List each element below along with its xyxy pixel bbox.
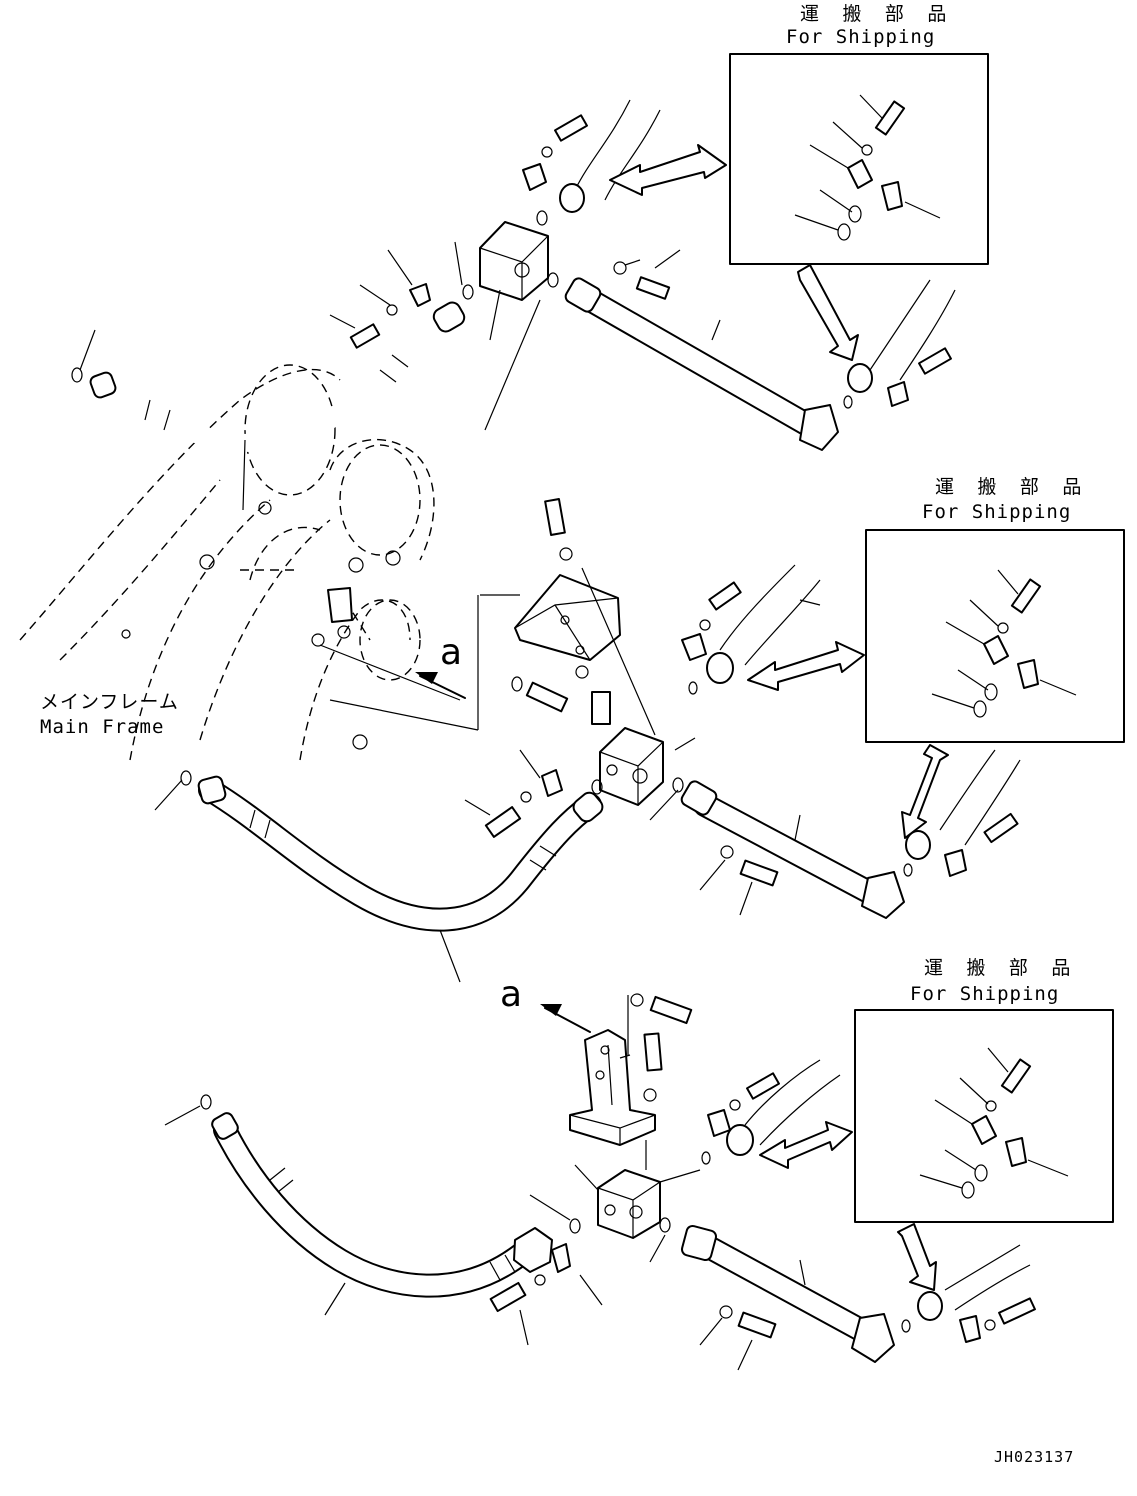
shipping-label-en: For Shipping	[786, 26, 935, 48]
shipping-label-en: For Shipping	[922, 501, 1071, 523]
shipping-box-3: 運 搬 部 品 For Shipping	[854, 957, 1114, 1223]
manifold-block-2	[599, 727, 664, 806]
shipping-label-jp: 運 搬 部 品	[800, 3, 952, 25]
view-arrow-a-1: a	[415, 632, 466, 699]
shipping-box-2: 運 搬 部 品 For Shipping	[865, 476, 1125, 743]
fasteners-1	[71, 210, 671, 383]
double-arrow-1b	[797, 264, 859, 361]
manifold-block-3	[597, 1169, 661, 1239]
bracket-3	[569, 1029, 656, 1146]
double-arrow-3a	[759, 1121, 853, 1169]
view-marker-a: a	[500, 974, 522, 1015]
shipping-parts-1	[794, 94, 941, 241]
fasteners-3	[200, 1094, 777, 1339]
assembly-group-3: a	[164, 974, 1036, 1371]
tube-right-1	[564, 277, 839, 451]
main-frame-outline	[19, 364, 435, 761]
manifold-block-1	[479, 221, 549, 301]
hose-left-3	[211, 1112, 553, 1298]
main-frame-label-en: Main Frame	[40, 716, 164, 738]
hose-left-1	[89, 301, 466, 453]
drawing-code: JH023137	[994, 1448, 1074, 1466]
main-frame-label-jp: メインフレーム	[40, 691, 179, 713]
tube-right-2	[680, 780, 905, 919]
shipping-hose-end-1b	[843, 279, 956, 409]
shipping-hose-end-2a	[681, 564, 821, 684]
assembly-group-2: a	[154, 498, 1021, 983]
shipping-parts-2	[931, 569, 1077, 718]
shipping-hose-end-1a	[522, 99, 661, 213]
tube-right-3	[680, 1224, 895, 1363]
double-arrow-3b	[897, 1223, 937, 1291]
shipping-hose-end-2b	[903, 749, 1021, 877]
shipping-label-jp: 運 搬 部 品	[935, 476, 1087, 498]
shipping-box-1: 運 搬 部 品 For Shipping	[729, 3, 989, 265]
assembly-group-1	[71, 99, 956, 511]
fasteners-2	[180, 681, 779, 887]
fasteners-2-bracket	[511, 498, 611, 725]
shipping-label-en: For Shipping	[910, 983, 1059, 1005]
shipping-parts-3	[919, 1047, 1069, 1199]
shipping-hose-end-3a	[707, 1059, 841, 1156]
view-arrow-a-2: a	[500, 974, 591, 1033]
hose-left-2	[197, 775, 604, 932]
double-arrow-1a	[609, 144, 727, 196]
view-marker-a: a	[440, 632, 462, 673]
main-frame-label: メインフレーム Main Frame	[40, 691, 179, 738]
double-arrow-2a	[747, 641, 865, 691]
frame-mount-2	[311, 587, 461, 701]
double-arrow-2b	[901, 744, 949, 839]
shipping-hose-end-3b	[901, 1244, 1036, 1343]
fasteners-3-bracket	[630, 993, 693, 1102]
shipping-label-jp: 運 搬 部 品	[924, 957, 1076, 979]
